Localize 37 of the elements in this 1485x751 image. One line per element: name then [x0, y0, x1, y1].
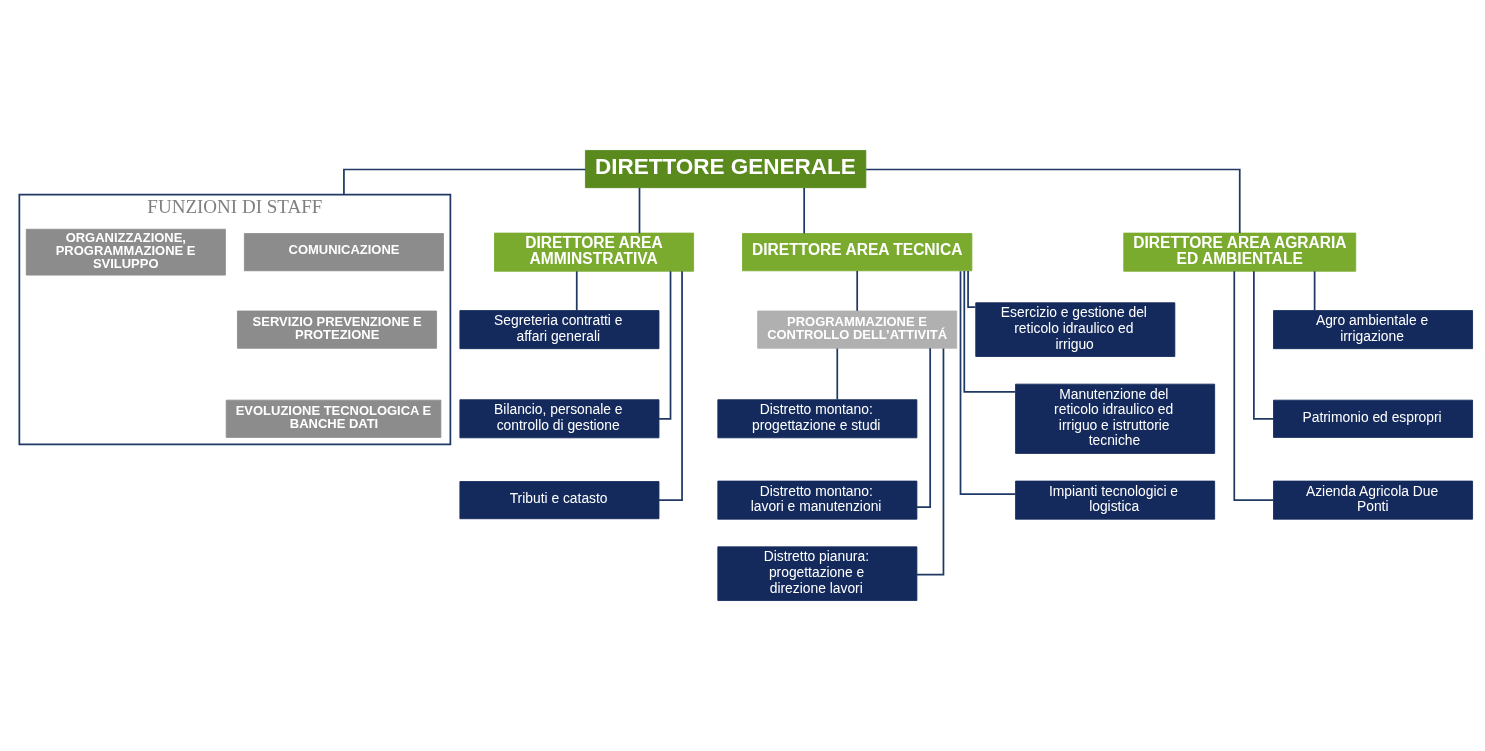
connector — [967, 270, 977, 308]
node-box: Distretto montano: lavori e manutenzioni — [717, 480, 918, 520]
node-box: Patrimonio ed espropri — [1273, 399, 1473, 438]
node-box: Esercizio e gestione del reticolo idraulico ed irriguo — [975, 302, 1176, 357]
connector — [803, 187, 806, 235]
node-box: DIRETTORE AREA AMMINSTRATIVA — [494, 232, 695, 272]
connector — [865, 168, 1241, 234]
node-box: Distretto pianura: progettazione e direzione lavori — [717, 546, 918, 601]
node-box: Bilancio, personale e controllo di gestione — [459, 399, 660, 439]
connector — [658, 270, 672, 420]
node-box: PROGRAMMAZIONE E CONTROLLO DELL’ATTIVITÁ — [757, 310, 958, 349]
node-box: DIRETTORE AREA TECNICA — [742, 233, 973, 272]
node-box: SERVIZIO PREVENZIONE E PROTEZIONE — [237, 310, 437, 349]
node-box: Impianti tecnologici e logistica — [1015, 480, 1216, 520]
connector — [575, 270, 578, 312]
node-box: ORGANIZZAZIONE, PROGRAMMAZIONE E SVILUPPO — [25, 228, 226, 276]
node-box: Segreteria contratti e affari generali — [459, 310, 660, 350]
connector — [658, 270, 683, 501]
node-box: Agro ambientale e irrigazione — [1273, 310, 1473, 350]
node-box: EVOLUZIONE TECNOLOGICA E BANCHE DATI — [225, 399, 442, 438]
node-box: Manutenzione del reticolo idraulico ed irriguo e istruttorie tecniche — [1015, 383, 1216, 454]
connector — [916, 347, 932, 508]
connector — [1313, 270, 1316, 312]
node-box: DIRETTORE GENERALE — [584, 150, 867, 189]
connector — [856, 270, 859, 312]
connector — [959, 270, 1017, 495]
node-box: Distretto montano: progettazione e studi — [717, 399, 918, 439]
connector — [343, 168, 587, 196]
connector — [1233, 270, 1275, 501]
node-box: Tributi e catasto — [459, 481, 660, 520]
connector — [638, 187, 641, 234]
connector — [836, 347, 839, 401]
node-box: DIRETTORE AREA AGRARIA ED AMBIENTALE — [1123, 232, 1357, 272]
node-box: Azienda Agricola Due Ponti — [1273, 480, 1473, 520]
connector — [916, 347, 945, 576]
node-box: COMUNICAZIONE — [243, 233, 444, 272]
connector — [963, 270, 1017, 393]
